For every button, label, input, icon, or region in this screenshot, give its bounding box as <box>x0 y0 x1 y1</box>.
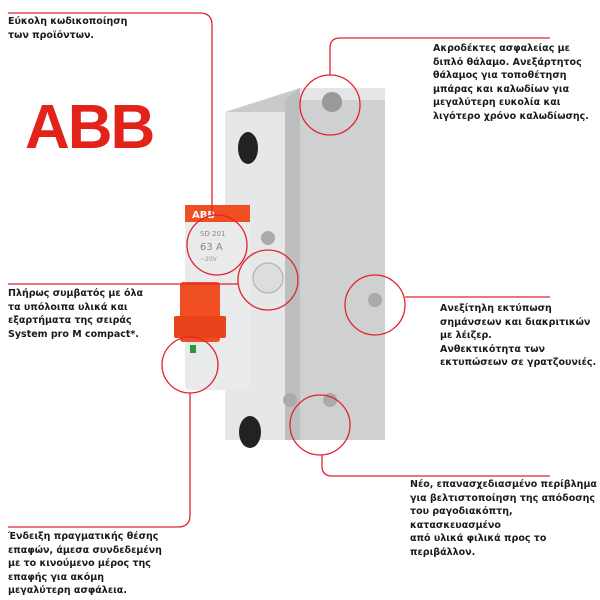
note-laser: Ανεξίτηλη εκτύπωση σημάνσεων και διακριτ… <box>440 303 597 368</box>
breaker-body: ABB SD 201 63 A ~20V <box>174 88 385 448</box>
note-housing: Νέο, επανασχεδιασμένο περίβλημα για βελτ… <box>410 479 597 558</box>
device-rating: 63 A <box>200 242 223 253</box>
note-terminals: Ακροδέκτες ασφαλείας με διπλό θάλαμο. Αν… <box>433 43 589 122</box>
note-coding: Εύκολη κωδικοποίηση των προϊόντων. <box>8 16 128 41</box>
abb-logo: ABB <box>25 93 155 162</box>
callout-lines <box>8 12 550 528</box>
contact-indicator <box>190 345 196 353</box>
device-voltage: ~20V <box>200 256 218 263</box>
note-compatibility: Πλήρως συμβατός με όλα τα υπόλοιπα υλικά… <box>8 288 144 340</box>
device-model: SD 201 <box>200 230 225 238</box>
device-brand: ABB <box>192 210 215 221</box>
note-contact-indicator: Ένδειξη πραγματικής θέσης επαφών, άμεσα … <box>8 531 162 596</box>
